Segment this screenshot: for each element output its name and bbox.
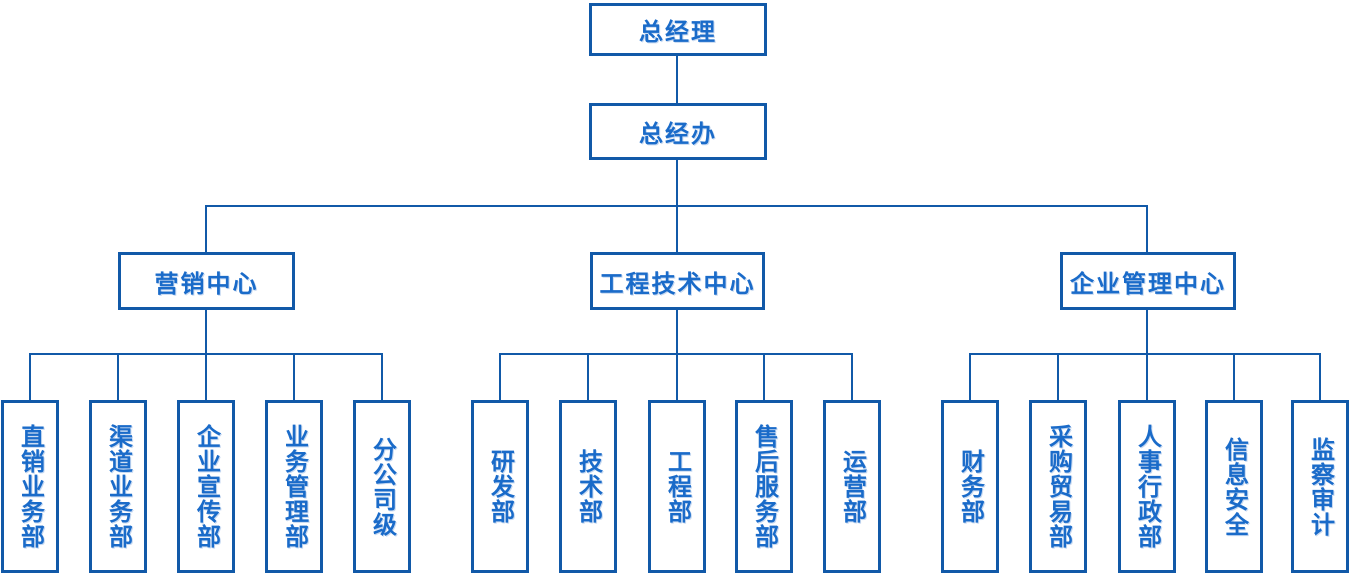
org-node-label: 信息安全 bbox=[1220, 436, 1248, 537]
connector-line bbox=[676, 310, 678, 353]
connector-line bbox=[1146, 310, 1148, 353]
org-node-dept[interactable]: 工程部 bbox=[648, 400, 706, 573]
org-node-dept[interactable]: 企业宣传部 bbox=[177, 400, 235, 573]
connector-line bbox=[676, 207, 678, 252]
org-node-dept[interactable]: 运营部 bbox=[823, 400, 881, 573]
org-node-dept[interactable]: 人事行政部 bbox=[1118, 400, 1176, 573]
org-node-label: 分公司级 bbox=[368, 436, 396, 537]
org-node-label: 工程部 bbox=[663, 449, 691, 524]
connector-line bbox=[763, 353, 765, 400]
org-node-label: 总经办 bbox=[639, 121, 717, 148]
org-node-label: 企业宣传部 bbox=[192, 424, 220, 549]
org-node-dept[interactable]: 研发部 bbox=[471, 400, 529, 573]
org-node-label: 研发部 bbox=[486, 449, 514, 524]
connector-line bbox=[969, 353, 971, 400]
org-node-center-marketing[interactable]: 营销中心 bbox=[118, 252, 295, 310]
org-node-dept[interactable]: 财务部 bbox=[941, 400, 999, 573]
connector-line bbox=[1319, 353, 1321, 400]
org-node-label: 工程技术中心 bbox=[599, 270, 756, 298]
connector-line bbox=[205, 205, 1148, 207]
org-node-label: 技术部 bbox=[574, 449, 602, 524]
org-node-dept[interactable]: 渠道业务部 bbox=[89, 400, 147, 573]
org-node-dept[interactable]: 分公司级 bbox=[353, 400, 411, 573]
org-node-label: 企业管理中心 bbox=[1070, 270, 1226, 298]
org-node-label: 财务部 bbox=[956, 449, 984, 524]
connector-line bbox=[969, 353, 1321, 355]
connector-line bbox=[676, 160, 678, 206]
org-node-label: 售后服务部 bbox=[750, 424, 778, 549]
org-node-label: 监察审计 bbox=[1306, 436, 1334, 537]
org-node-label: 渠道业务部 bbox=[104, 424, 132, 549]
org-node-center-engineering[interactable]: 工程技术中心 bbox=[590, 252, 765, 310]
connector-line bbox=[1146, 207, 1148, 252]
org-node-dept[interactable]: 监察审计 bbox=[1291, 400, 1349, 573]
org-node-dept[interactable]: 信息安全 bbox=[1205, 400, 1263, 573]
connector-line bbox=[205, 353, 207, 400]
connector-line bbox=[381, 353, 383, 400]
org-node-dept[interactable]: 直销业务部 bbox=[1, 400, 59, 573]
connector-line bbox=[676, 56, 678, 103]
org-node-dept[interactable]: 技术部 bbox=[559, 400, 617, 573]
connector-line bbox=[293, 353, 295, 400]
org-node-label: 营销中心 bbox=[154, 270, 259, 298]
connector-line bbox=[1146, 353, 1148, 400]
connector-line bbox=[1233, 353, 1235, 400]
org-node-label: 人事行政部 bbox=[1133, 424, 1161, 549]
connector-line bbox=[499, 353, 501, 400]
org-node-center-management[interactable]: 企业管理中心 bbox=[1060, 252, 1236, 310]
connector-line bbox=[676, 353, 678, 400]
connector-line bbox=[851, 353, 853, 400]
org-node-dept[interactable]: 采购贸易部 bbox=[1029, 400, 1087, 573]
connector-line bbox=[205, 207, 207, 252]
org-node-label: 总经理 bbox=[639, 19, 717, 46]
connector-line bbox=[1057, 353, 1059, 400]
connector-line bbox=[205, 310, 207, 353]
connector-line bbox=[29, 353, 31, 400]
org-node-label: 采购贸易部 bbox=[1044, 424, 1072, 549]
connector-line bbox=[117, 353, 119, 400]
org-node-label: 业务管理部 bbox=[280, 424, 308, 549]
org-node-label: 运营部 bbox=[838, 449, 866, 524]
org-node-office[interactable]: 总经办 bbox=[589, 103, 767, 160]
org-node-dept[interactable]: 售后服务部 bbox=[735, 400, 793, 573]
org-node-root[interactable]: 总经理 bbox=[589, 3, 767, 56]
org-node-label: 直销业务部 bbox=[16, 424, 44, 549]
connector-line bbox=[587, 353, 589, 400]
org-node-dept[interactable]: 业务管理部 bbox=[265, 400, 323, 573]
